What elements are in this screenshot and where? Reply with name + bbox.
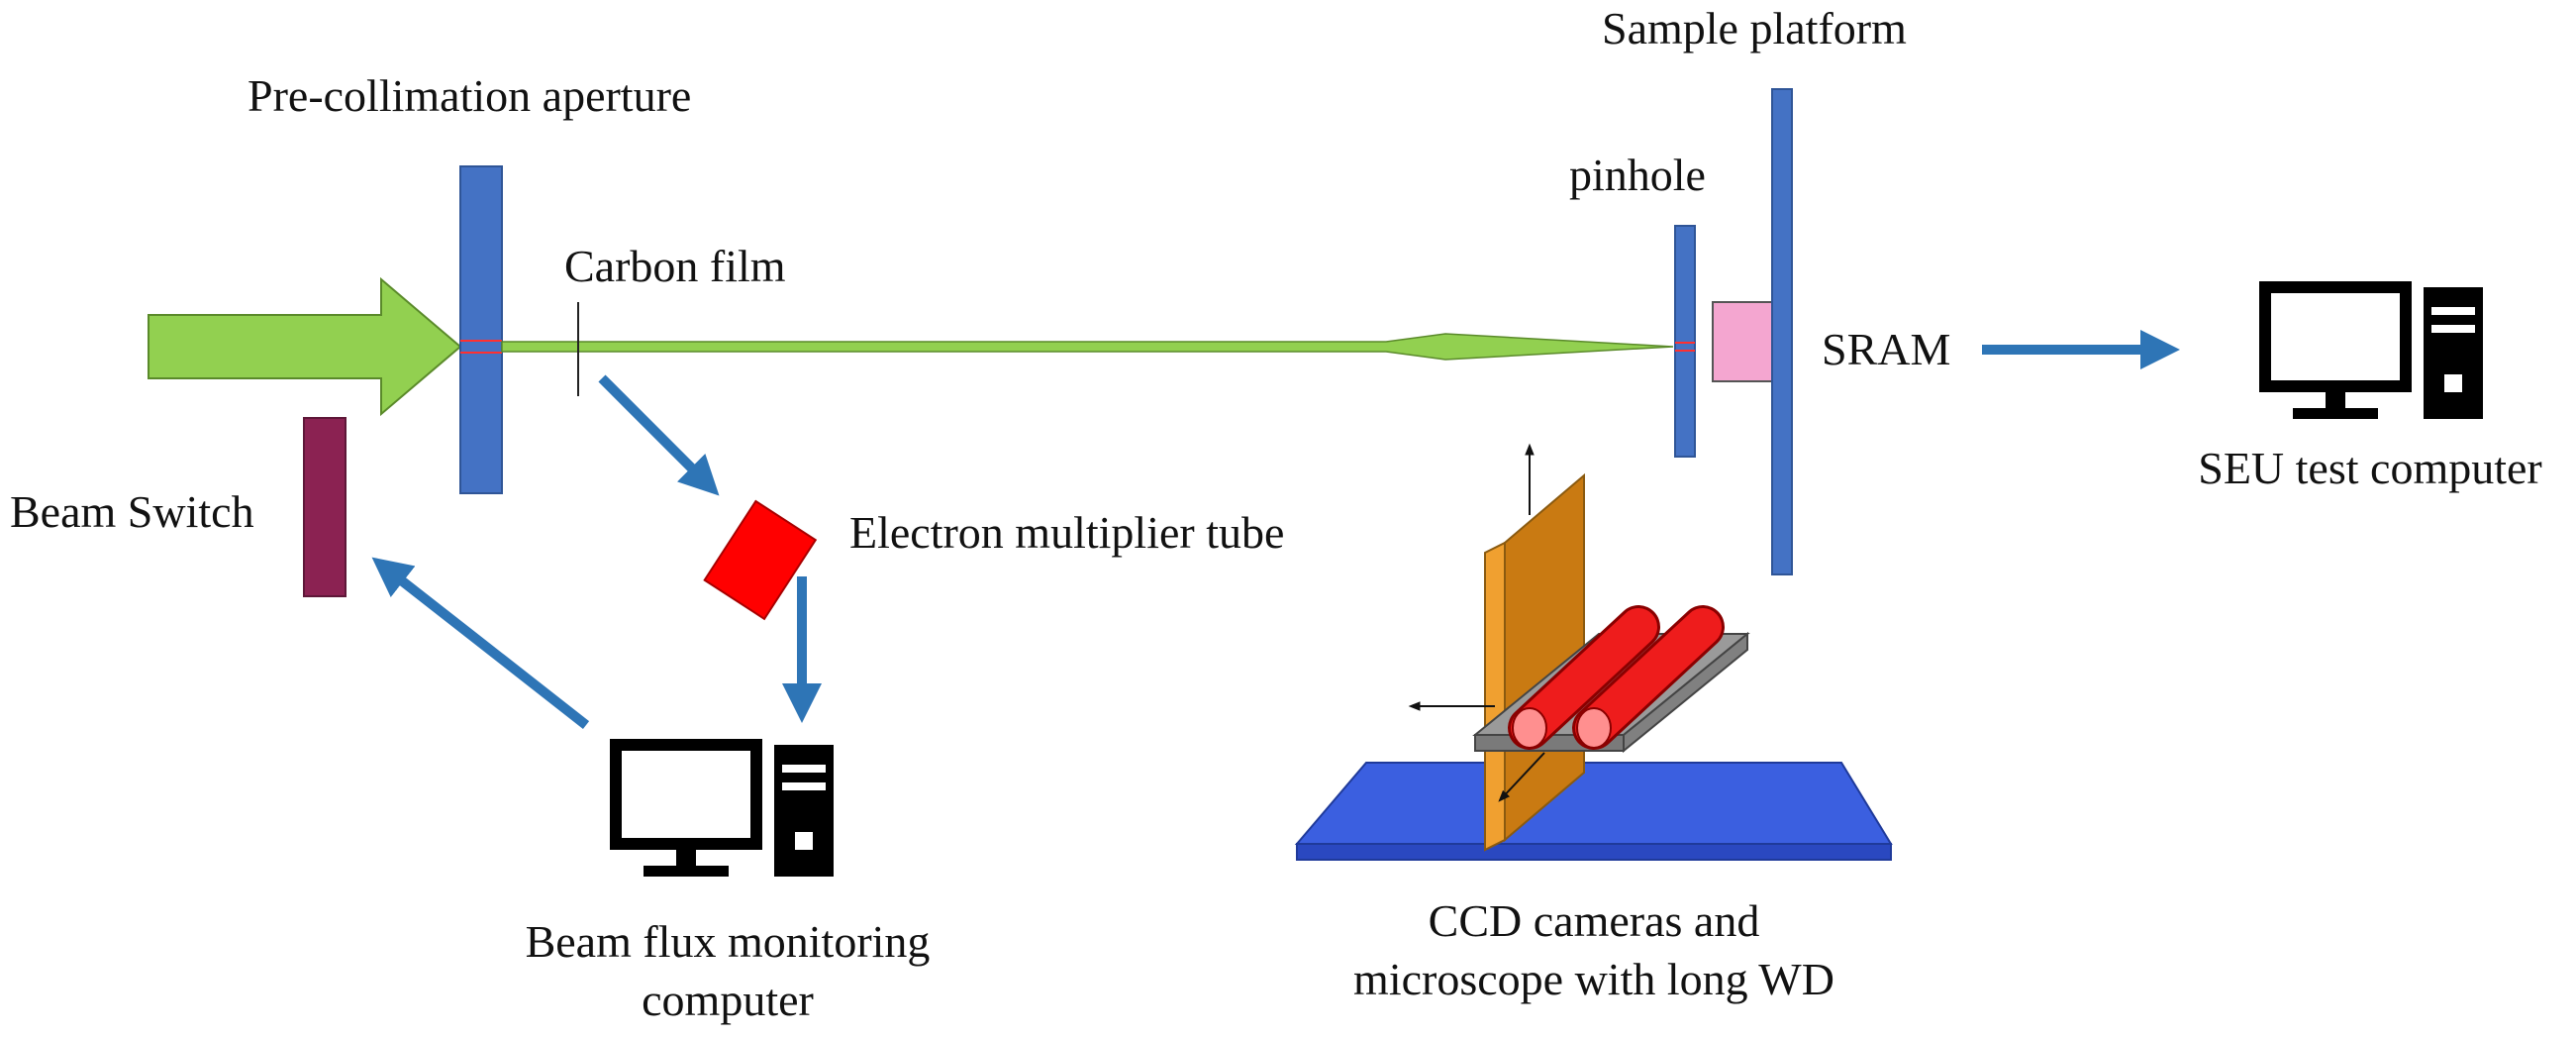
electron-multiplier-tube-label: Electron multiplier tube	[849, 507, 1284, 558]
pre-collimation-aperture	[459, 165, 503, 494]
seu-test-computer-label: SEU test computer	[2198, 443, 2542, 493]
ccd-microscope-label: CCD cameras and	[1429, 895, 1760, 946]
stage-diagonal-arrow	[1498, 752, 1545, 802]
camera-tray-side	[1623, 631, 1748, 754]
collimated-beam	[501, 333, 1674, 361]
ccd-camera-1	[1508, 605, 1660, 750]
incoming-beam-arrow	[148, 276, 462, 417]
optical-table-top	[1294, 762, 1893, 845]
sample-platform-label: Sample platform	[1602, 3, 1907, 53]
computer-tower-icon	[2424, 287, 2483, 419]
pre-collimation-aperture-label: Pre-collimation aperture	[248, 70, 691, 121]
arrow-computer-to-switch	[371, 557, 590, 729]
ccd-camera-2	[1572, 605, 1725, 750]
stage-plate-front	[1484, 541, 1506, 852]
beam-flux-computer	[610, 739, 834, 877]
electron-multiplier-tube	[703, 499, 818, 621]
sram-chip	[1712, 301, 1773, 382]
computer-tower-icon	[774, 745, 834, 877]
computer-monitor-icon	[2259, 281, 2412, 419]
pinhole-plate	[1674, 225, 1696, 458]
sram-label: SRAM	[1822, 324, 1950, 374]
ccd-microscope-assembly	[1294, 443, 1893, 861]
carbon-film-label: Carbon film	[564, 241, 786, 291]
beam-flux-computer-label: Beam flux monitoring	[526, 916, 931, 967]
beam-flux-computer-label-line2: computer	[642, 975, 814, 1025]
seu-test-computer	[2259, 281, 2483, 419]
beam-switch-label: Beam Switch	[10, 486, 254, 537]
beam-switch	[303, 417, 347, 597]
optical-table-front	[1296, 843, 1892, 861]
arrow-carbon-to-multiplier	[598, 374, 720, 496]
computer-monitor-icon	[610, 739, 762, 877]
sample-platform	[1771, 88, 1793, 575]
ccd-microscope-label-line2: microscope with long WD	[1353, 954, 1834, 1004]
pinhole-label: pinhole	[1569, 150, 1706, 200]
